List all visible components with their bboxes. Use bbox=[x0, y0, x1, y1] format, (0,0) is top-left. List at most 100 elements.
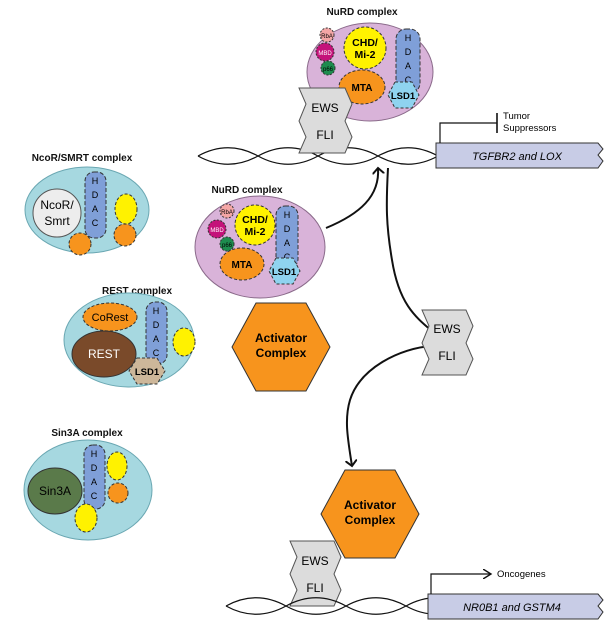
sin3a-complex: Sin3A complex Sin3A H D A C bbox=[23, 428, 153, 541]
ncor-complex: NcoR/SMRT complex NcoR/ Smrt H D A C bbox=[24, 153, 150, 256]
mbd-top-label: MBD bbox=[318, 51, 332, 57]
hdac-mid-d: D bbox=[284, 224, 291, 234]
hdac-mid-h: H bbox=[284, 210, 291, 220]
rest-yellow bbox=[172, 327, 196, 357]
mbd-mid-label: MBD bbox=[210, 228, 224, 234]
sin3a-yellow-2 bbox=[74, 503, 98, 533]
fli-free-label: FLI bbox=[438, 349, 455, 363]
rba-mid bbox=[219, 203, 235, 219]
rest-hdac-a: A bbox=[153, 334, 159, 344]
mbd-mid bbox=[207, 219, 227, 239]
fli-bottom-label: FLI bbox=[306, 581, 323, 595]
p66-top bbox=[320, 60, 336, 76]
nurd-mid-title: NuRD complex bbox=[211, 185, 283, 196]
nurd-complex-mid: NuRD complex RbA MBD p66 CHD/ Mi-2 MTA H… bbox=[194, 185, 326, 299]
p66-top-label: p66 bbox=[323, 67, 334, 73]
arrow-ews-to-bottom bbox=[347, 345, 433, 466]
sin3a-hdac-h: H bbox=[91, 449, 98, 459]
sin3a-hdac-d: D bbox=[91, 463, 98, 473]
hdac-top-a: A bbox=[405, 61, 411, 71]
dna-top: TGFBR2 and LOX Tumor Suppressors bbox=[197, 111, 604, 169]
repression-line bbox=[439, 122, 497, 143]
rest-hdac bbox=[145, 301, 168, 365]
rest-lsd1-label: LSD1 bbox=[135, 367, 160, 378]
lsd1-mid-label: LSD1 bbox=[272, 267, 297, 278]
sin3a-hdac-a: A bbox=[91, 477, 97, 487]
mta-mid-label: MTA bbox=[232, 260, 253, 271]
rba-top bbox=[319, 27, 335, 43]
ews-fli-bottom: EWS FLI bbox=[289, 540, 342, 607]
ncor-hdac-d: D bbox=[92, 190, 99, 200]
tumor-label-1: Tumor bbox=[503, 111, 530, 122]
activator-complex-mid: Activator Complex bbox=[231, 302, 331, 392]
ews-top-label: EWS bbox=[311, 101, 338, 115]
chd-mid-line1: CHD/ bbox=[242, 214, 268, 226]
ncor-core-line1: NcoR/ bbox=[40, 198, 74, 212]
sin3a-core bbox=[27, 467, 83, 515]
fli-top-label: FLI bbox=[316, 128, 333, 142]
hdac-mid-c: C bbox=[284, 252, 291, 262]
sin3a-hdac bbox=[83, 444, 106, 510]
ncor-core-line2: Smrt bbox=[44, 214, 70, 228]
ncor-hdac-c: C bbox=[92, 218, 99, 228]
rba-mid-label: RbA bbox=[221, 210, 233, 216]
p66-mid-label: p66 bbox=[222, 243, 233, 249]
corest-label: CoRest bbox=[92, 312, 129, 324]
rest-complex: REST complex CoRest REST H D A C LSD1 bbox=[63, 286, 196, 388]
ncor-orange-1 bbox=[68, 232, 92, 256]
chd-mid-line2: Mi-2 bbox=[245, 226, 266, 238]
gene-box-bottom bbox=[427, 593, 604, 620]
ews-bottom-label: EWS bbox=[301, 554, 328, 568]
sin3a-title: Sin3A complex bbox=[51, 428, 123, 439]
ncor-hdac-h: H bbox=[92, 176, 99, 186]
nurd-top-title: NuRD complex bbox=[326, 7, 398, 18]
ncor-yellow bbox=[114, 193, 138, 225]
ncor-core bbox=[32, 188, 82, 238]
sin3a-hdac-c: C bbox=[91, 491, 98, 501]
chd-top bbox=[343, 26, 387, 70]
rest-hdac-d: D bbox=[153, 320, 160, 330]
mbd-top bbox=[315, 42, 335, 62]
chd-mid bbox=[234, 204, 276, 246]
hdac-top-h: H bbox=[405, 33, 412, 43]
rest-core-label: REST bbox=[88, 347, 121, 361]
activator-complex-bottom: Activator Complex bbox=[320, 469, 420, 559]
chd-top-line2: Mi-2 bbox=[355, 49, 376, 61]
ncor-hdac-a: A bbox=[92, 204, 98, 214]
hdac-top-d: D bbox=[405, 47, 412, 57]
rest-title: REST complex bbox=[102, 286, 172, 297]
activator-bottom-line1: Activator bbox=[344, 498, 396, 512]
activator-mid-line2: Complex bbox=[256, 346, 307, 360]
gene-box-top bbox=[435, 142, 604, 169]
sin3a-core-label: Sin3A bbox=[39, 484, 71, 498]
rest-core bbox=[71, 330, 137, 378]
arrow-ews-to-top bbox=[385, 167, 441, 339]
rest-lsd1 bbox=[128, 357, 166, 385]
mta-top bbox=[338, 69, 386, 105]
chd-top-line1: CHD/ bbox=[352, 37, 378, 49]
lsd1-top bbox=[387, 81, 420, 109]
arrow-nurd-to-dna bbox=[325, 168, 378, 229]
ews-fli-free: EWS FLI bbox=[421, 309, 474, 376]
sin3a-orange bbox=[107, 482, 129, 504]
gene-label-top: TGFBR2 and LOX bbox=[472, 151, 563, 163]
ews-free-label: EWS bbox=[433, 322, 460, 336]
tumor-label-2: Suppressors bbox=[503, 123, 557, 134]
sin3a-yellow-1 bbox=[106, 451, 128, 481]
ncor-title: NcoR/SMRT complex bbox=[32, 153, 133, 164]
mta-mid bbox=[219, 247, 265, 281]
hdac-top-c: C bbox=[405, 75, 412, 85]
activation-arrow bbox=[430, 574, 491, 594]
gene-label-bottom: NR0B1 and GSTM4 bbox=[463, 602, 561, 614]
ncor-orange-2 bbox=[113, 223, 137, 247]
rest-hdac-c: C bbox=[153, 348, 160, 358]
p66-mid bbox=[219, 236, 235, 252]
ews-fli-top: EWS FLI bbox=[298, 87, 353, 154]
dna-bottom: NR0B1 and GSTM4 Oncogenes bbox=[225, 569, 604, 620]
lsd1-top-label: LSD1 bbox=[391, 91, 416, 102]
activator-bottom-line2: Complex bbox=[345, 513, 396, 527]
rba-top-label: RbA bbox=[321, 34, 333, 40]
mta-top-label: MTA bbox=[352, 83, 373, 94]
rest-hdac-h: H bbox=[153, 306, 160, 316]
